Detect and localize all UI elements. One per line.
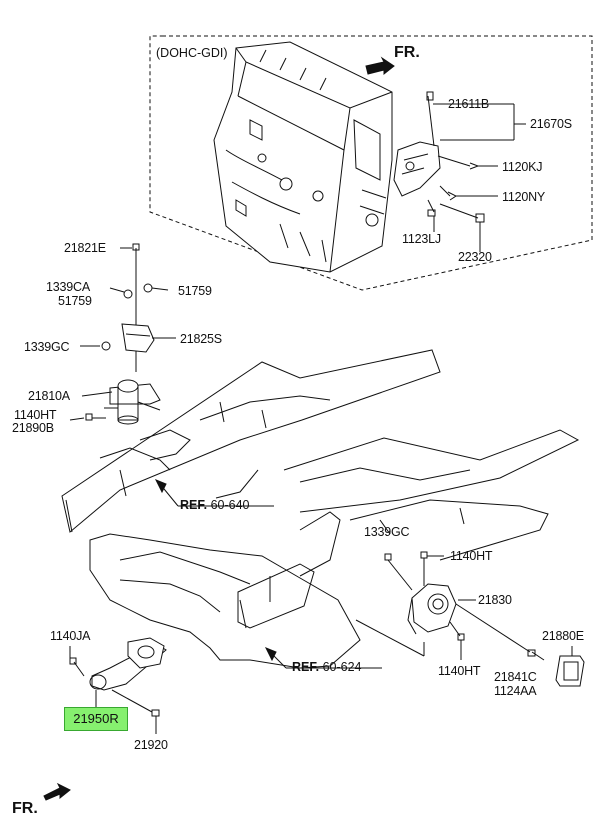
part-label-1140HT-middle[interactable]: 1140HT [450,549,493,563]
engine-dashed-box [149,35,593,291]
part-label-1339GC-lower[interactable]: 1339GC [364,525,410,539]
engine-bracket-21670S [393,91,441,197]
engine-block [213,41,393,273]
part-label-21841C[interactable]: 21841C [494,670,537,684]
part-label-21950R-highlighted[interactable]: 21950R [64,707,128,731]
part-label-21920[interactable]: 21920 [134,738,168,752]
part-label-21825S[interactable]: 21825S [180,332,222,346]
reference-label-60-640: REF. 60-640 [180,498,250,512]
fr-arrow-top [365,56,395,76]
part-label-1120NY[interactable]: 1120NY [502,190,546,204]
part-label-1339GC-upper[interactable]: 1339GC [24,340,70,354]
mount-21810A [85,243,161,425]
part-label-51759-left[interactable]: 51759 [58,294,92,308]
reference-label-60-624: REF. 60-624 [292,660,362,674]
engine-variant-label: (DOHC-GDI) [156,46,228,60]
part-label-1140HT-upper[interactable]: 1140HT [14,408,57,422]
part-label-21830[interactable]: 21830 [478,593,512,607]
part-label-21611B[interactable]: 21611B [448,97,489,111]
roll-rod-21950R [69,637,167,717]
front-direction-label-bottom: FR. [12,800,38,817]
part-label-1124AA[interactable]: 1124AA [494,684,537,698]
mount-21830 [384,551,585,687]
ref-prefix: REF. [292,660,320,674]
front-direction-label-top: FR. [394,44,420,61]
part-label-1140HT-lower[interactable]: 1140HT [438,664,481,678]
subframe-lower [89,511,361,669]
part-label-21670S[interactable]: 21670S [530,117,572,131]
part-label-1123LJ[interactable]: 1123LJ [402,232,441,246]
part-label-21890B[interactable]: 21890B [12,421,54,435]
part-label-1120KJ[interactable]: 1120KJ [502,160,543,174]
part-label-21810A[interactable]: 21810A [28,389,70,403]
ref-value: 60-624 [322,660,362,674]
ref-prefix: REF. [180,498,208,512]
part-label-21880E[interactable]: 21880E [542,629,584,643]
part-label-22320[interactable]: 22320 [458,250,492,264]
ref-value: 60-640 [210,498,250,512]
subframe-upper [61,349,580,561]
part-label-1339CA[interactable]: 1339CA [46,280,90,294]
part-label-1140JA[interactable]: 1140JA [50,629,91,643]
part-label-21821E[interactable]: 21821E [64,241,106,255]
fr-arrow-bottom [43,782,71,801]
part-label-51759-right[interactable]: 51759 [178,284,212,298]
